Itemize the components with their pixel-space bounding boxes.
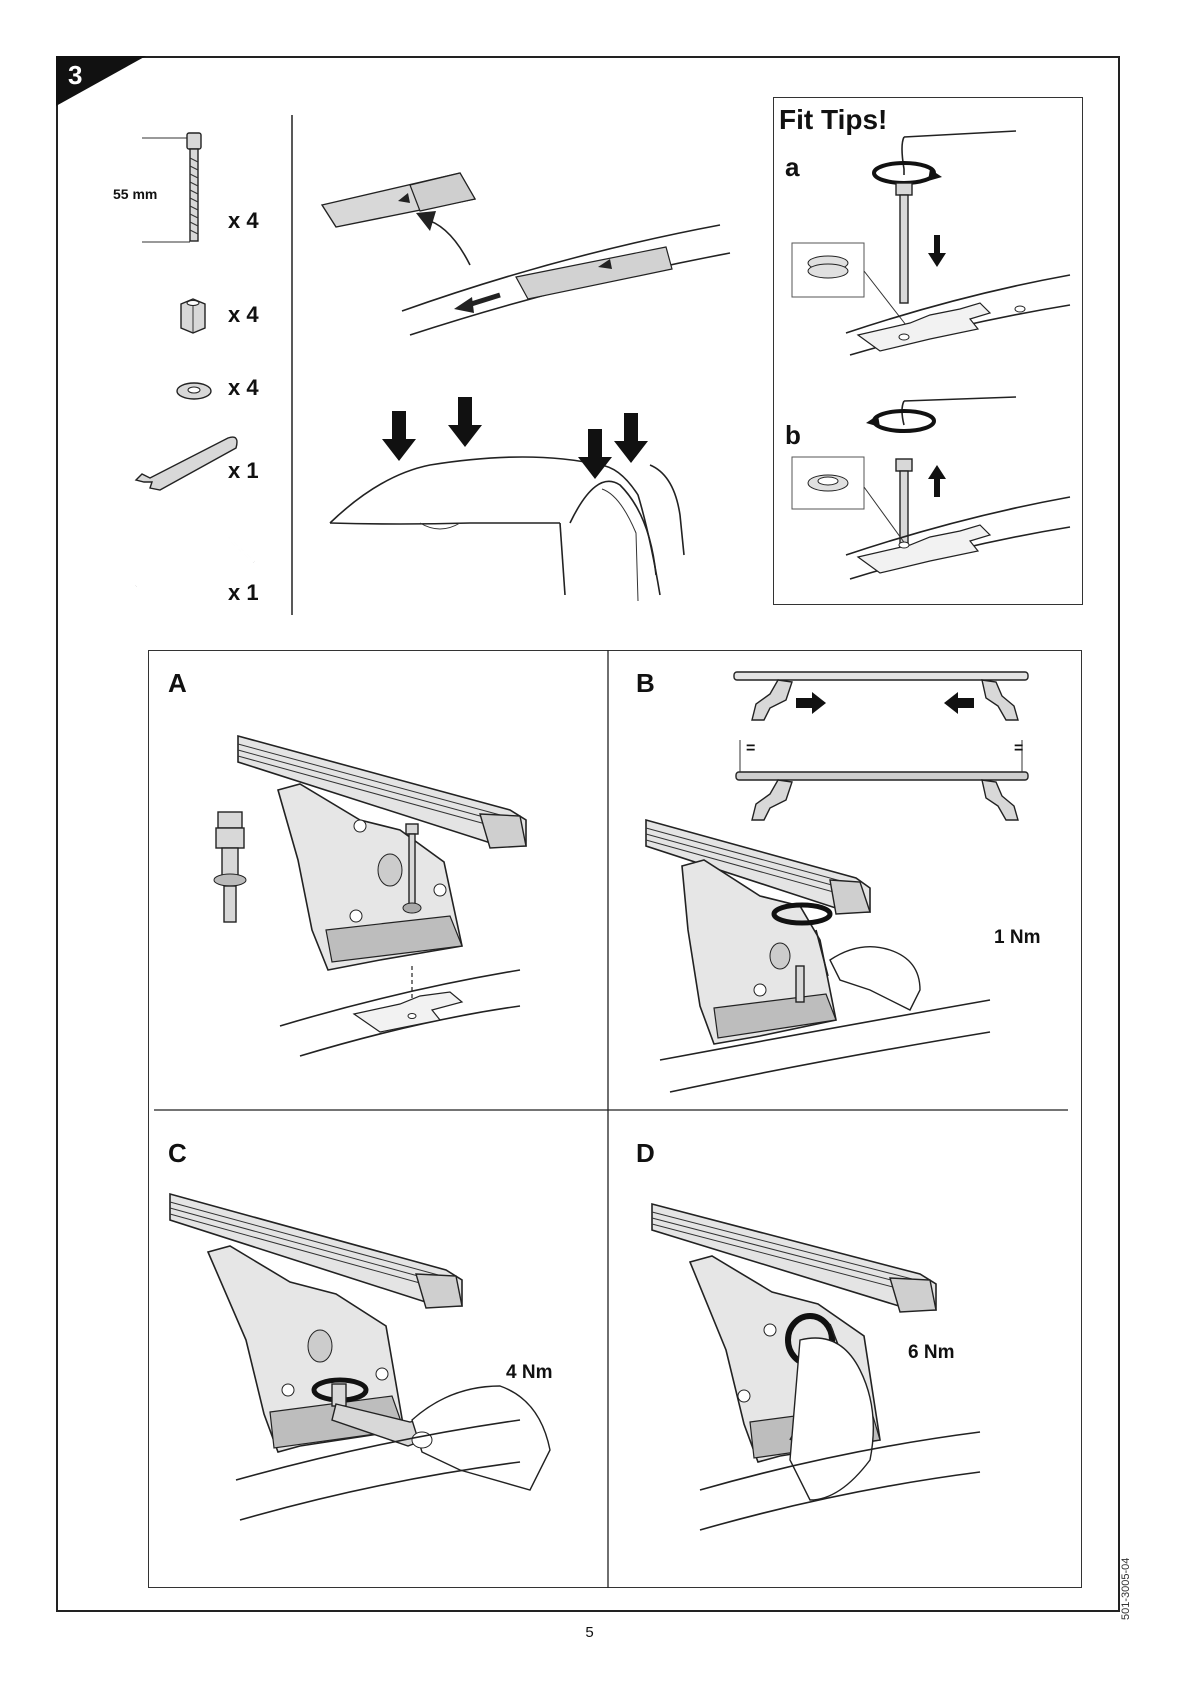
- panel-a-illustration: [200, 730, 540, 1070]
- fit-tip-b-illustration: [780, 395, 1080, 595]
- document-code: 501-3005-04: [1120, 1558, 1132, 1620]
- wrench-quantity: x 1: [228, 458, 259, 484]
- nut-quantity: x 4: [228, 302, 259, 328]
- panel-d-illustration: [640, 1200, 1060, 1580]
- panel-c-illustration: [160, 1190, 580, 1580]
- washer-quantity: x 4: [228, 375, 259, 401]
- car-roof-illustration: [320, 405, 720, 605]
- fit-tip-a-illustration: [780, 125, 1080, 380]
- bolt-length-label: 55 mm: [113, 186, 157, 202]
- roof-pad-illustration: [320, 165, 730, 345]
- step-number: 3: [68, 60, 82, 91]
- washer-icon: [174, 380, 214, 402]
- panel-c-torque: 4 Nm: [506, 1362, 552, 1384]
- panel-d-torque: 6 Nm: [908, 1342, 954, 1364]
- bolt-quantity: x 4: [228, 208, 259, 234]
- wrench-icon: [132, 434, 242, 494]
- panel-c-label: C: [168, 1138, 187, 1169]
- nut-icon: [178, 298, 208, 334]
- equal-mark-left: =: [746, 740, 755, 758]
- hex-key-quantity: x 1: [228, 580, 259, 606]
- panel-b-torque: 1 Nm: [994, 927, 1040, 949]
- equal-mark-right: =: [1014, 740, 1023, 758]
- page-number: 5: [0, 1624, 1179, 1641]
- panel-d-label: D: [636, 1138, 655, 1169]
- parts-divider: [290, 115, 294, 615]
- panel-b-illustration: [620, 660, 1080, 1100]
- panel-a-label: A: [168, 668, 187, 699]
